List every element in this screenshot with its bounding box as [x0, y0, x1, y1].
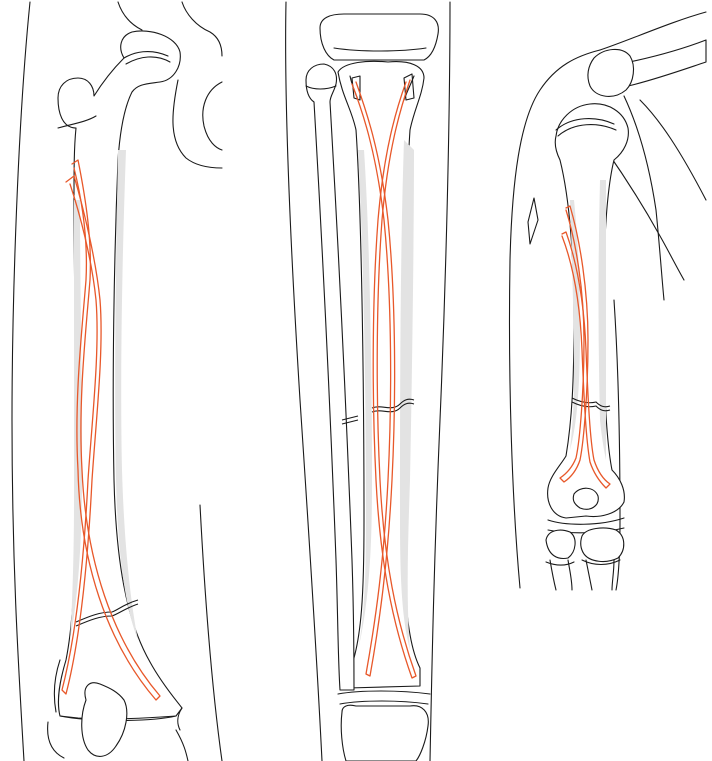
thigh-skin-left [12, 2, 30, 761]
ankle-joint-line [338, 691, 430, 704]
obturator-outline [203, 82, 222, 150]
arm-skin-top [600, 12, 706, 50]
leg-skin-right [430, 2, 450, 761]
axilla-mark [528, 198, 538, 244]
ulna-head [581, 528, 624, 561]
acetabulum-outline [173, 80, 222, 168]
humerus-panel [509, 12, 706, 590]
talus [341, 705, 428, 761]
fibula-bone [306, 64, 354, 690]
femur-panel [12, 2, 222, 761]
femur-distal-top [320, 14, 438, 60]
radius-head [546, 530, 575, 558]
tibia-panel [286, 2, 450, 761]
thigh-skin-right [200, 505, 222, 761]
tibia-medial-cortex [400, 140, 414, 650]
scapula-body [624, 96, 664, 300]
acromion [588, 49, 634, 96]
